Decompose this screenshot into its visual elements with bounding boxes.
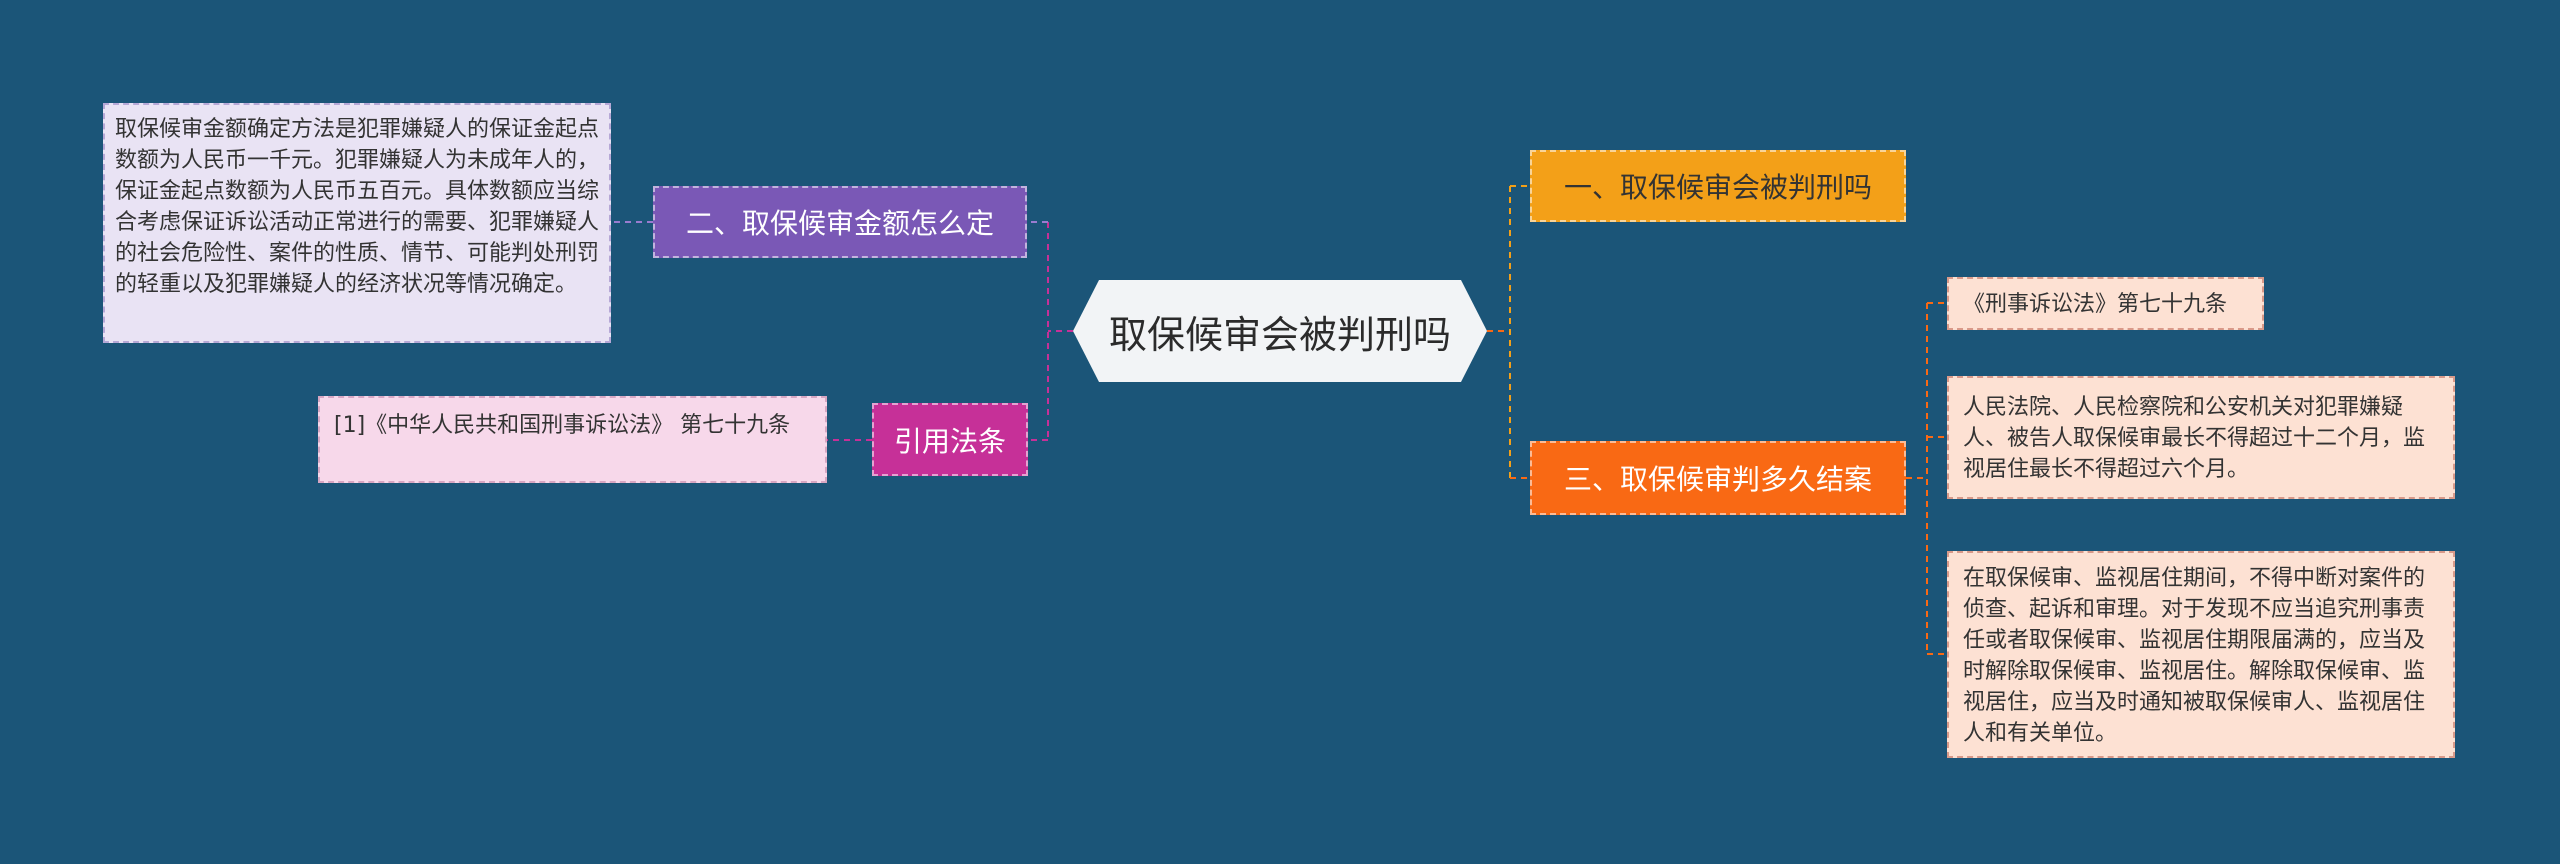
- branch-three[interactable]: 三、取保候审判多久结案: [1530, 441, 1906, 515]
- branch-law[interactable]: 引用法条: [872, 403, 1028, 476]
- leaf-three-detail-3[interactable]: 在取保候审、监视居住期间，不得中断对案件的侦查、起诉和审理。对于发现不应当追究刑…: [1947, 551, 2455, 758]
- leaf-law-detail[interactable]: [1]《中华人民共和国刑事诉讼法》 第七十九条: [318, 396, 827, 483]
- leaf-three-detail-2[interactable]: 人民法院、人民检察院和公安机关对犯罪嫌疑人、被告人取保候审最长不得超过十二个月，…: [1947, 376, 2455, 499]
- branch-one[interactable]: 一、取保候审会被判刑吗: [1530, 150, 1906, 222]
- branch-amount[interactable]: 二、取保候审金额怎么定: [653, 186, 1027, 258]
- leaf-three-detail-1[interactable]: 《刑事诉讼法》第七十九条: [1947, 277, 2264, 330]
- central-topic[interactable]: 取保候审会被判刑吗: [1073, 280, 1487, 382]
- leaf-amount-detail[interactable]: 取保候审金额确定方法是犯罪嫌疑人的保证金起点数额为人民币一千元。犯罪嫌疑人为未成…: [103, 103, 611, 343]
